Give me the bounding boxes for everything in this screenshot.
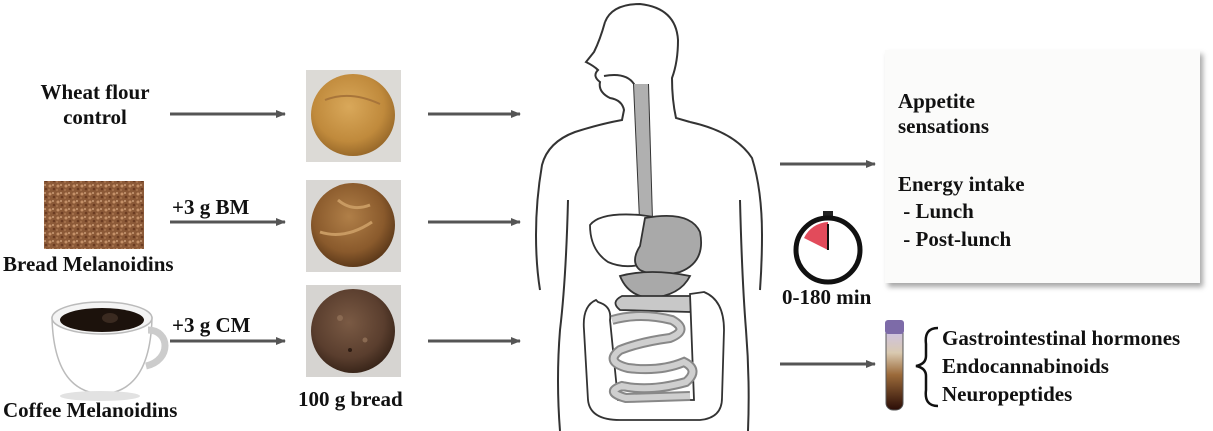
appetite-label: Appetite sensations	[898, 89, 990, 139]
digestive-organs	[582, 213, 725, 421]
cm-dose-label: +3 g CM	[172, 313, 251, 337]
coffee-melanoidins-label: Coffee Melanoidins	[3, 398, 178, 422]
stomach-icon	[634, 215, 702, 276]
arrows-input	[170, 110, 286, 345]
bread-bm-photo	[306, 180, 401, 272]
outcomes-note-card	[885, 50, 1200, 283]
head-outline-icon	[604, 2, 691, 123]
post-lunch-label: - Post-lunch	[898, 227, 1012, 251]
timer-sector	[804, 222, 828, 250]
human-body-illustration	[534, 2, 764, 431]
outcome-endocannabinoids: Endocannabinoids	[942, 354, 1109, 378]
blood-tube-icon	[885, 320, 904, 411]
bm-dose-label: +3 g BM	[172, 195, 250, 219]
bread-caption: 100 g bread	[298, 387, 403, 411]
outcome-brace	[915, 326, 939, 408]
pancreas-icon	[618, 271, 692, 299]
bread-cm-photo	[306, 285, 401, 377]
outcome-neuropeptides: Neuropeptides	[942, 382, 1073, 406]
arrows-bread-to-body	[428, 110, 521, 345]
lunch-label: - Lunch	[898, 199, 974, 223]
timer-label: 0-180 min	[782, 285, 872, 309]
energy-intake-label: Energy intake	[898, 172, 1025, 196]
coffee-cup-icon	[51, 301, 169, 401]
bread-melanoidins-label: Bread Melanoidins	[3, 252, 174, 276]
outcome-gi-hormones: Gastrointestinal hormones	[942, 326, 1181, 350]
bread-control-photo	[306, 70, 401, 162]
control-label: Wheat flour control	[40, 80, 150, 130]
bread-melanoidins-photo	[44, 181, 144, 249]
duodenum-icon	[614, 295, 696, 313]
stopwatch-icon	[793, 211, 863, 285]
